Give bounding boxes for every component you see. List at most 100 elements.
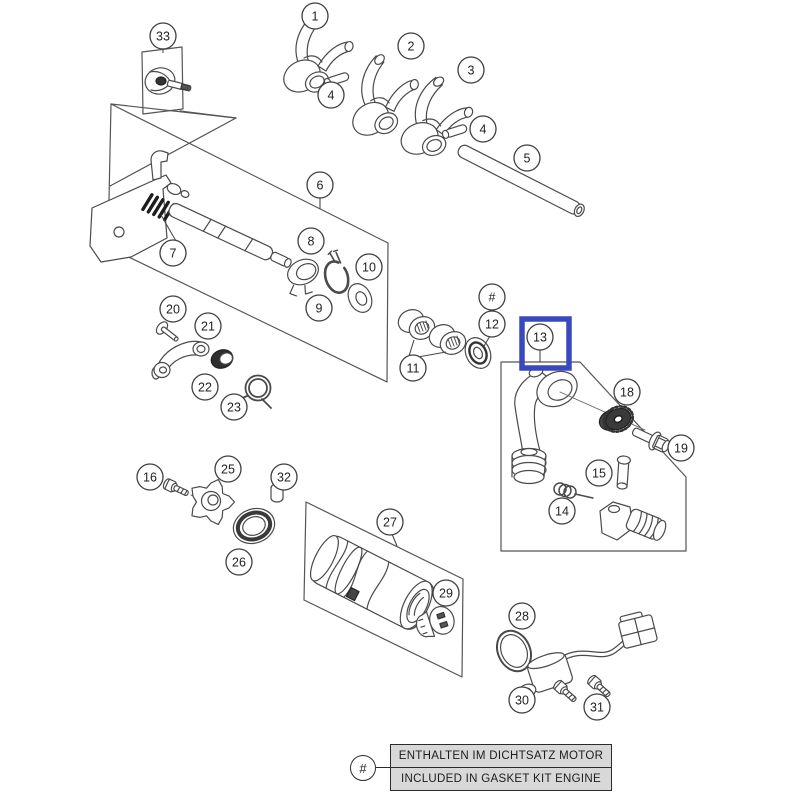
part-33-drawing: [144, 67, 192, 95]
legend-text-german: ENTHALTEN IM DICHTSATZ MOTOR: [391, 745, 611, 768]
svg-text:23: 23: [227, 401, 241, 415]
leader-line: [417, 351, 447, 358]
svg-text:21: 21: [201, 320, 215, 334]
legend-box: ENTHALTEN IM DICHTSATZ MOTOR INCLUDED IN…: [390, 744, 612, 791]
highlight-box-part-13[interactable]: [519, 316, 572, 371]
callout-18[interactable]: 18: [613, 378, 641, 406]
callout-2[interactable]: 2: [397, 32, 425, 60]
callout-14[interactable]: 14: [548, 497, 576, 525]
svg-text:#: #: [489, 291, 496, 305]
callout-20[interactable]: 20: [159, 295, 187, 323]
callout-4[interactable]: 4: [469, 115, 497, 143]
callout-11[interactable]: 11: [399, 354, 427, 382]
svg-text:31: 31: [590, 701, 604, 715]
svg-text:18: 18: [620, 386, 634, 400]
callout-15[interactable]: 15: [585, 459, 613, 487]
gear-sensor-30-drawing: [517, 611, 658, 706]
callout-30[interactable]: 30: [508, 686, 536, 714]
circlip-9-drawing: [323, 249, 350, 294]
svg-text:8: 8: [308, 235, 315, 249]
callout-16[interactable]: 16: [136, 463, 164, 491]
leader-lines: [160, 49, 541, 547]
callout-13[interactable]: 13: [526, 323, 554, 351]
shift-lever-13-drawing: [511, 366, 578, 485]
legend-symbol-badge: #: [350, 755, 376, 781]
callout-26[interactable]: 26: [225, 548, 253, 576]
callout-bubbles: 12344567891011#1213141516181920212223252…: [136, 2, 695, 721]
callout-6[interactable]: 6: [306, 171, 334, 199]
leader-line: [483, 335, 491, 347]
callout-27[interactable]: 27: [376, 508, 404, 536]
svg-text:11: 11: [407, 362, 420, 376]
roller-22-drawing: [210, 349, 234, 369]
svg-text:22: 22: [198, 381, 212, 395]
leader-line: [408, 339, 415, 357]
o-ring-28-drawing: [495, 629, 533, 673]
svg-text:1: 1: [312, 10, 319, 24]
svg-text:10: 10: [362, 261, 376, 275]
group-box-shift-drum: [303, 501, 464, 678]
callout-3[interactable]: 3: [457, 56, 485, 84]
svg-text:15: 15: [592, 467, 606, 481]
shift-drum-27-drawing: [309, 535, 435, 630]
svg-text:29: 29: [439, 587, 453, 601]
callout-12[interactable]: 12: [478, 310, 506, 338]
svg-text:27: 27: [383, 516, 397, 530]
shift-rail-5-drawing: [457, 144, 585, 218]
callout-28[interactable]: 28: [508, 602, 536, 630]
svg-text:14: 14: [555, 505, 569, 519]
callout-4[interactable]: 4: [317, 81, 345, 109]
svg-text:4: 4: [328, 89, 335, 103]
svg-text:20: 20: [166, 303, 180, 317]
lever-tip-drawing: [599, 501, 667, 541]
callout-29[interactable]: 29: [432, 579, 460, 607]
leader-line: [391, 533, 398, 547]
svg-text:5: 5: [524, 152, 531, 166]
callout-31[interactable]: 31: [583, 693, 611, 721]
callout-#[interactable]: #: [478, 283, 506, 311]
svg-text:19: 19: [674, 442, 688, 456]
svg-text:2: 2: [408, 40, 415, 54]
callout-8[interactable]: 8: [297, 227, 325, 255]
pin-15-drawing: [616, 455, 631, 490]
svg-text:9: 9: [316, 302, 323, 316]
legend-symbol: #: [359, 760, 367, 776]
pawl-21-drawing: [151, 340, 210, 380]
collar-bolt-19-drawing: [631, 427, 671, 453]
svg-text:26: 26: [232, 556, 246, 570]
svg-text:6: 6: [317, 179, 324, 193]
svg-text:16: 16: [143, 471, 157, 485]
legend-text-english: INCLUDED IN GASKET KIT ENGINE: [401, 773, 601, 785]
callout-19[interactable]: 19: [667, 434, 695, 462]
stop-collar-8-drawing: [287, 258, 319, 297]
svg-text:3: 3: [468, 64, 475, 78]
svg-text:4: 4: [480, 123, 487, 137]
detail-box-part-33: [141, 46, 184, 115]
callout-25[interactable]: 25: [214, 455, 242, 483]
svg-text:28: 28: [515, 610, 529, 624]
legend-connector-line: [376, 767, 390, 769]
serrated-washer-18-drawing: [598, 405, 635, 433]
projection-lines: [109, 103, 237, 187]
callout-33[interactable]: 33: [149, 22, 177, 50]
callout-5[interactable]: 5: [513, 144, 541, 172]
callout-22[interactable]: 22: [191, 373, 219, 401]
drum-insert-29-drawing: [415, 605, 455, 638]
callout-10[interactable]: 10: [355, 253, 383, 281]
svg-text:25: 25: [221, 463, 235, 477]
spring-14-drawing: [553, 482, 594, 499]
callout-32[interactable]: 32: [270, 463, 298, 491]
svg-text:7: 7: [170, 247, 177, 261]
callout-1[interactable]: 1: [301, 2, 329, 30]
svg-text:32: 32: [277, 471, 291, 485]
callout-7[interactable]: 7: [159, 239, 187, 267]
svg-text:33: 33: [156, 30, 170, 44]
svg-text:30: 30: [515, 694, 529, 708]
callout-21[interactable]: 21: [194, 312, 222, 340]
svg-text:12: 12: [485, 318, 499, 332]
group-box-shift-shaft: [107, 103, 389, 383]
rivet-20-drawing: [155, 321, 179, 342]
callout-23[interactable]: 23: [220, 393, 248, 421]
callout-9[interactable]: 9: [305, 294, 333, 322]
